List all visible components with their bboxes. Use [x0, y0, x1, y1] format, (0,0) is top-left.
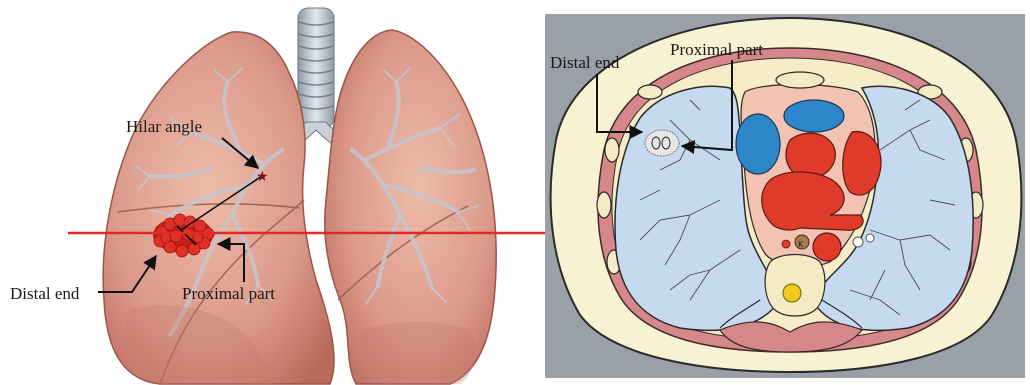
lung-illustration	[103, 8, 496, 384]
descending-aorta	[813, 233, 841, 261]
aortic-arch	[786, 133, 835, 178]
hilar-star-icon: ★	[256, 169, 269, 185]
brachiocephalic-vein	[784, 100, 844, 132]
sternum	[776, 72, 824, 88]
hilar-angle-label: Hilar angle	[126, 117, 202, 136]
distal-end-label-right: Distal end	[550, 53, 620, 72]
proximal-part-label-right: Proximal part	[670, 40, 763, 59]
vertebra-marker: K	[798, 240, 804, 249]
superior-vena-cava	[736, 114, 780, 174]
spinal-cord	[783, 284, 801, 302]
ct-nodule	[645, 130, 679, 156]
proximal-part-label-left: Proximal part	[182, 284, 275, 303]
distal-end-label-left: Distal end	[10, 284, 80, 303]
